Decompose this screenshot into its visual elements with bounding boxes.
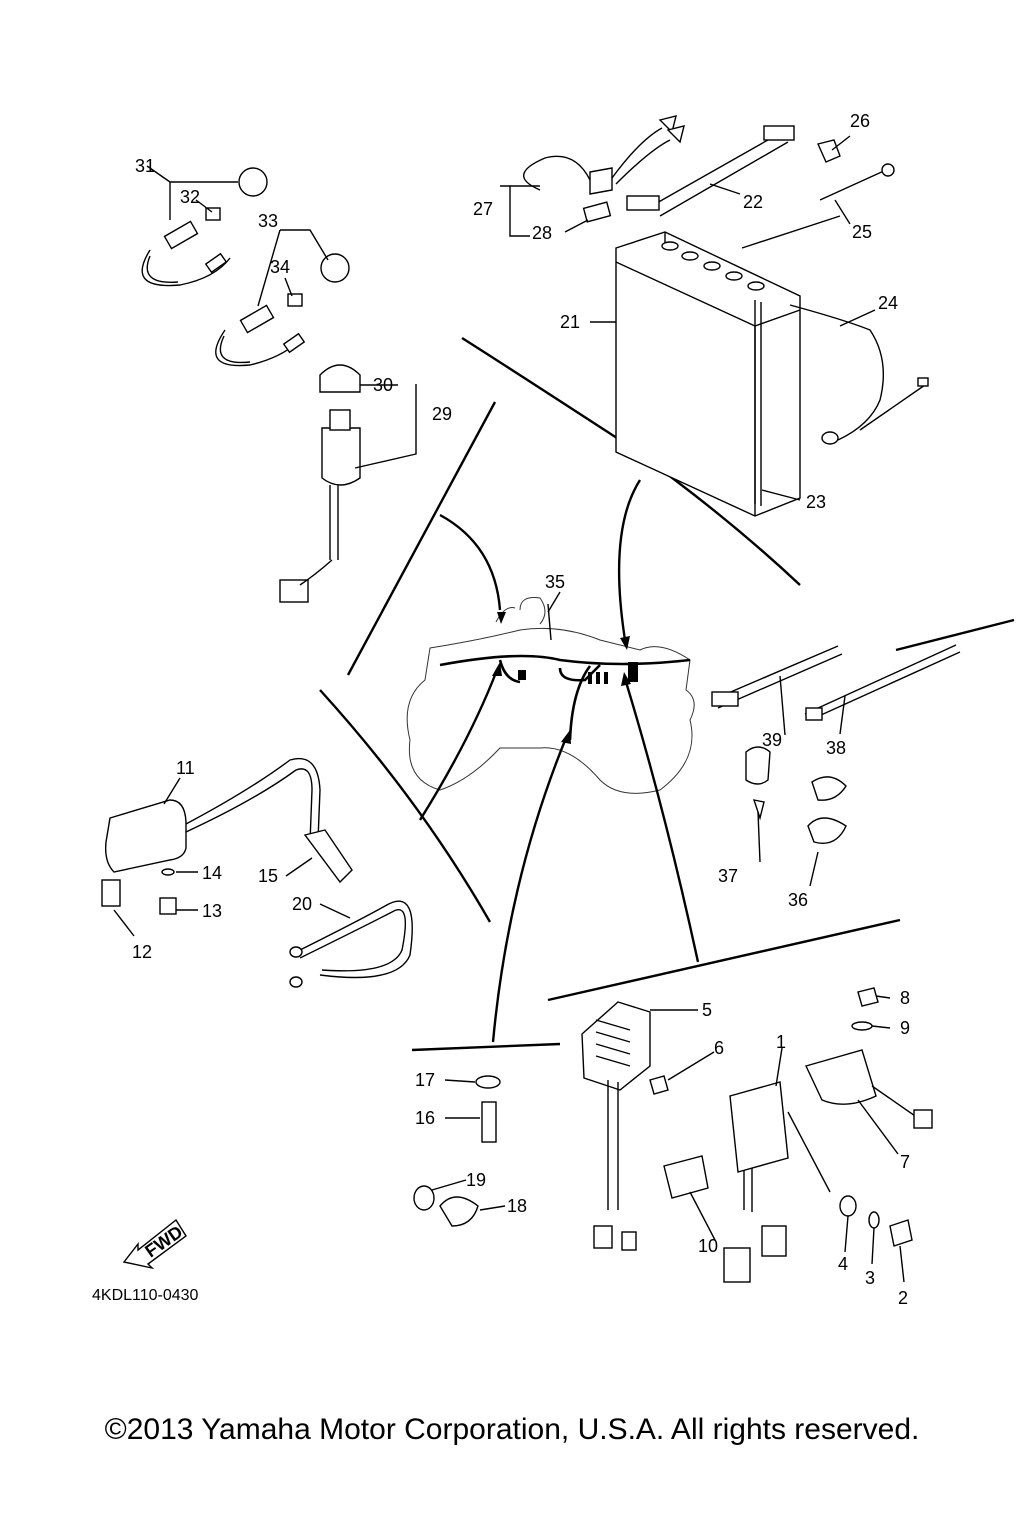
callout-22: 22 [743, 192, 763, 212]
sensor-parts [413, 1075, 501, 1227]
callout-3: 3 [865, 1268, 875, 1288]
battery-cells [661, 241, 765, 291]
callout-17: 17 [415, 1070, 435, 1090]
electrical-modules [581, 987, 933, 1283]
callout-38: 38 [826, 738, 846, 758]
callout-21: 21 [560, 312, 580, 332]
main-switch [279, 364, 361, 603]
callout-30: 30 [373, 375, 393, 395]
callout-13: 13 [202, 901, 222, 921]
callout-5: 5 [702, 1000, 712, 1020]
callout-27: 27 [473, 199, 493, 219]
callout-1: 1 [776, 1032, 786, 1052]
battery-assembly [523, 115, 929, 517]
callout-20: 20 [292, 894, 312, 914]
vehicle-outline [406, 597, 695, 794]
callout-10: 10 [698, 1236, 718, 1256]
callout-12: 12 [132, 942, 152, 962]
callout-19: 19 [466, 1170, 486, 1190]
diagram-code: 4KDL110-0430 [92, 1287, 199, 1304]
callout-23: 23 [806, 492, 826, 512]
callout-36: 36 [788, 890, 808, 910]
callout-numbers: 1 2 3 4 5 6 7 8 9 10 11 12 13 14 15 16 1… [132, 111, 910, 1308]
callout-11: 11 [176, 758, 195, 778]
callout-33: 33 [258, 211, 278, 231]
callout-14: 14 [202, 863, 222, 883]
callout-31: 31 [135, 156, 155, 176]
callout-4: 4 [838, 1254, 848, 1274]
callout-6: 6 [714, 1038, 724, 1058]
callout-leaders [113, 135, 905, 1283]
leader-arcs [418, 479, 700, 1043]
callout-37: 37 [718, 866, 738, 886]
callout-25: 25 [852, 222, 872, 242]
callout-24: 24 [878, 293, 898, 313]
callout-15: 15 [258, 866, 278, 886]
callout-16: 16 [415, 1108, 435, 1128]
callout-28: 28 [532, 223, 552, 243]
callout-34: 34 [270, 257, 290, 277]
callout-39: 39 [762, 730, 782, 750]
callout-35: 35 [545, 572, 565, 592]
forward-arrow-icon: FWD [122, 1218, 187, 1270]
callout-26: 26 [850, 111, 870, 131]
callout-9: 9 [900, 1018, 910, 1038]
ignition-coil-assembly [101, 758, 413, 988]
clamps-and-bands [711, 644, 961, 844]
copyright-notice: ©2013 Yamaha Motor Corporation, U.S.A. A… [104, 1413, 920, 1446]
callout-18: 18 [507, 1196, 527, 1216]
callout-7: 7 [900, 1152, 910, 1172]
callout-29: 29 [432, 404, 452, 424]
callout-32: 32 [180, 187, 200, 207]
callout-8: 8 [900, 988, 910, 1008]
switch-assemblies [141, 167, 350, 367]
callout-2: 2 [898, 1288, 908, 1308]
